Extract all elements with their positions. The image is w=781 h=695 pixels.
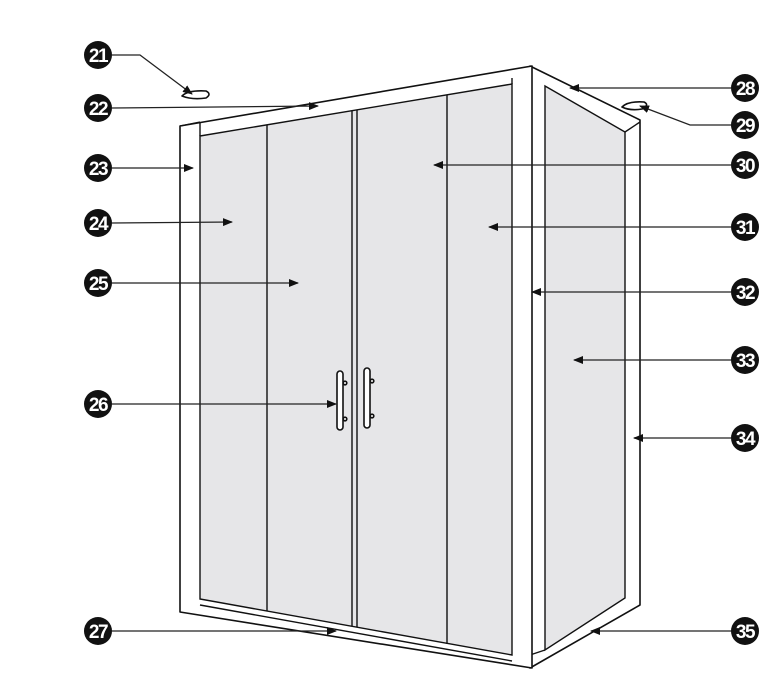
callout-31: 31 [731,213,759,241]
side-glass [544,84,626,652]
front-glass-area [199,83,513,656]
callout-26: 26 [84,390,112,418]
callout-29: 29 [731,111,759,139]
callout-34: 34 [731,424,759,452]
callout-30: 30 [731,151,759,179]
callout-27: 27 [84,617,112,645]
callout-label: 29 [736,116,755,137]
callout-35: 35 [731,617,759,645]
right-handle[interactable] [363,367,371,429]
side-panel [529,65,641,669]
callout-22: 22 [84,94,112,122]
part-29-clip [621,101,648,111]
callout-label: 24 [89,214,109,235]
part-21-clip [181,90,210,100]
leader-lines [111,54,731,635]
callout-32: 32 [731,278,759,306]
bottom-track-line [199,604,513,662]
callout-label: 35 [736,622,756,643]
callout-label: 21 [89,46,109,67]
left-handle[interactable] [336,370,344,431]
left-post-top [179,121,201,127]
callout-28: 28 [731,74,759,102]
callout-label: 27 [89,622,108,643]
callout-25: 25 [84,269,112,297]
door-handles[interactable] [336,367,375,431]
callout-label: 22 [89,99,108,120]
callout-33: 33 [731,346,759,374]
callout-label: 28 [736,79,755,100]
callout-label: 31 [736,218,756,239]
callout-label: 30 [736,156,755,177]
callout-label: 25 [89,274,109,295]
side-post-edge [624,121,641,133]
callout-label: 32 [736,283,755,304]
front-frame [179,65,533,669]
callout-label: 26 [89,395,108,416]
callout-label: 34 [736,429,756,450]
callout-24: 24 [84,209,112,237]
callout-21: 21 [84,41,112,69]
callout-label: 23 [89,159,108,180]
callout-label: 33 [736,351,755,372]
callout-23: 23 [84,154,112,182]
